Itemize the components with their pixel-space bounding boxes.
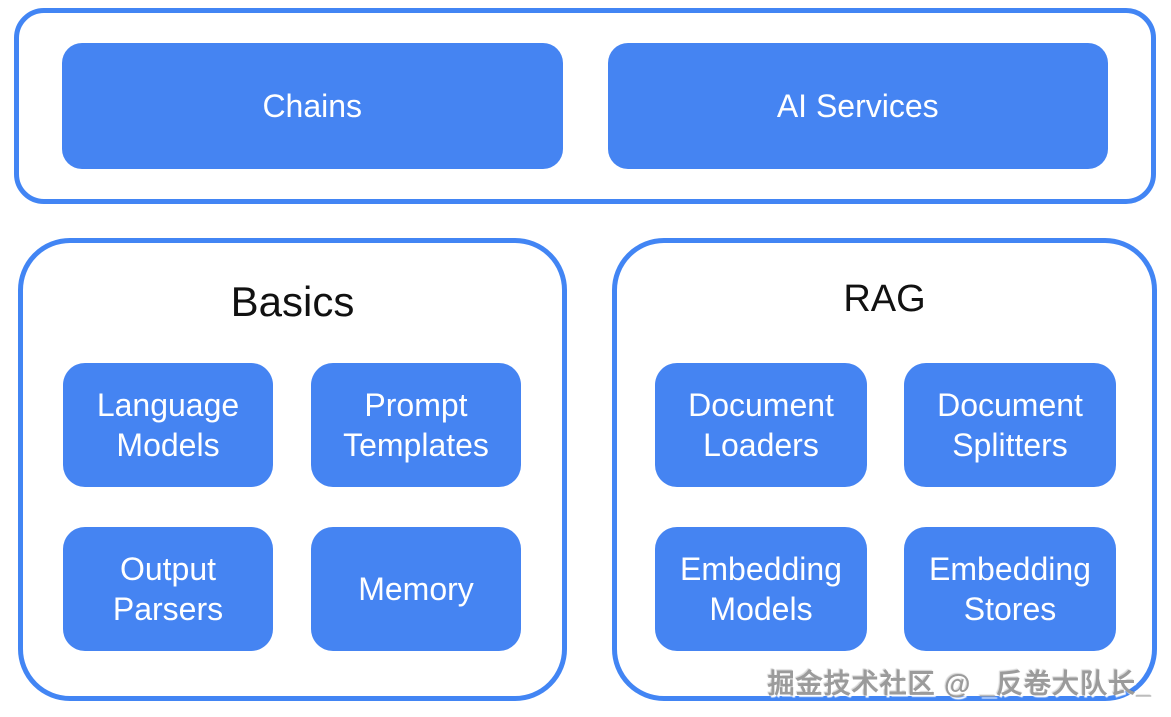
node-document-loaders: Document Loaders bbox=[655, 363, 867, 487]
node-ai-services: AI Services bbox=[607, 43, 1108, 169]
node-label: Output Parsers bbox=[112, 551, 224, 627]
group-basics: Basics Language Models Prompt Templates … bbox=[18, 238, 567, 701]
node-label: Prompt Templates bbox=[343, 387, 489, 463]
rag-node-grid: Document Loaders Document Splitters Embe… bbox=[655, 363, 1116, 651]
node-prompt-templates: Prompt Templates bbox=[311, 363, 521, 487]
node-label: Embedding Models bbox=[680, 551, 842, 627]
node-label: Document Splitters bbox=[937, 387, 1083, 463]
node-memory: Memory bbox=[311, 527, 521, 651]
node-embedding-stores: Embedding Stores bbox=[904, 527, 1116, 651]
node-label: Embedding Stores bbox=[929, 551, 1091, 627]
node-language-models: Language Models bbox=[63, 363, 273, 487]
node-label: Document Loaders bbox=[688, 387, 834, 463]
node-label: Language Models bbox=[96, 387, 240, 463]
basics-node-grid: Language Models Prompt Templates Output … bbox=[63, 363, 521, 651]
node-chains: Chains bbox=[62, 43, 563, 169]
top-level-group: Chains AI Services bbox=[14, 8, 1156, 204]
group-title-rag: RAG bbox=[843, 278, 926, 320]
group-title-basics: Basics bbox=[230, 278, 355, 325]
node-label: Chains bbox=[262, 88, 363, 124]
node-output-parsers: Output Parsers bbox=[63, 527, 273, 651]
node-label: Memory bbox=[358, 571, 474, 607]
node-document-splitters: Document Splitters bbox=[904, 363, 1116, 487]
watermark-text: 掘金技术社区 @ _反卷大队长_ bbox=[767, 669, 1152, 699]
group-rag: RAG Document Loaders Document Splitters … bbox=[612, 238, 1157, 701]
node-label: AI Services bbox=[776, 88, 939, 124]
node-embedding-models: Embedding Models bbox=[655, 527, 867, 651]
